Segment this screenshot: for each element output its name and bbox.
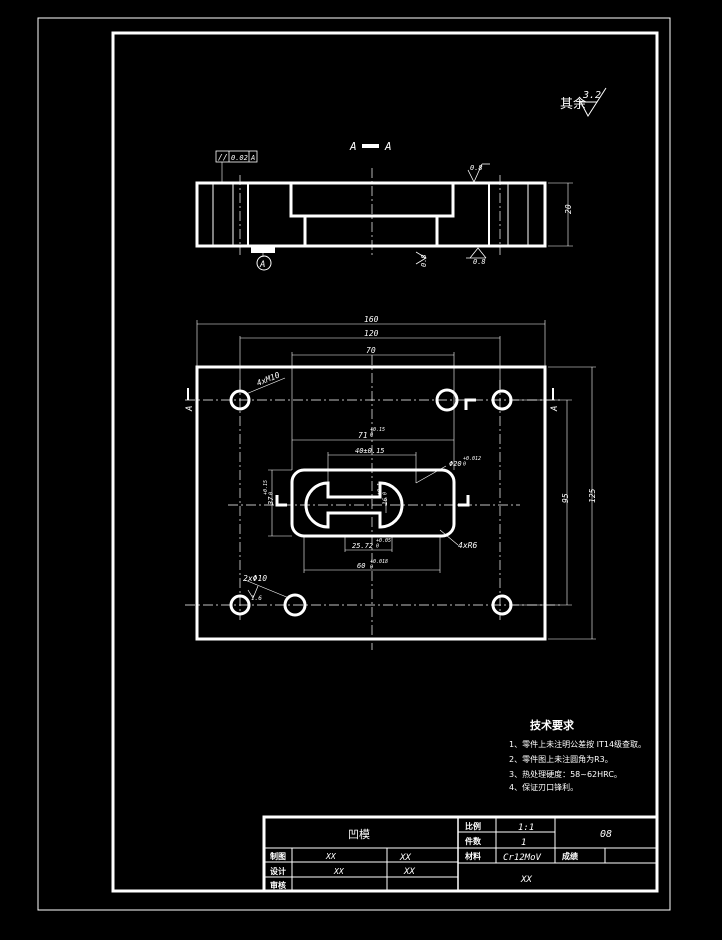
- material-value: Cr12MoV: [503, 853, 542, 863]
- dim-height: 125: [588, 488, 597, 503]
- drawing-number: 08: [600, 829, 612, 840]
- draw-name: XX: [325, 852, 337, 861]
- dim-slot: 16: [382, 497, 389, 505]
- organization: XX: [520, 875, 532, 885]
- dim-slot-tol: +0.10: [377, 483, 389, 495]
- dim-cavity-height: 37: [267, 496, 275, 506]
- dim-center: 40±0.15: [355, 447, 385, 455]
- thread-hole-top-left: [229, 389, 251, 411]
- cut-label-right: A: [550, 406, 560, 412]
- tech-requirement-2: 2、零件图上未注圆角为R3。: [509, 754, 613, 764]
- cut-label-left: A: [185, 406, 195, 412]
- quantity-value: 1: [521, 838, 526, 848]
- section-label: A A: [349, 140, 392, 153]
- pin-hole-top-right: [435, 388, 459, 412]
- dim-hole-spacing: 120: [364, 329, 379, 338]
- scale-value: 1:1: [518, 823, 534, 833]
- outer-sheet-border: [37, 17, 671, 911]
- title-block: 凹模 比例 1:1 件数 1 08 材料 Cr12MoV 成绩 XX 制图 XX…: [262, 815, 659, 893]
- design-date: XX: [403, 867, 415, 877]
- dim-cavity-length: 71: [358, 431, 368, 440]
- front-section-view: A 0.8 0.8 0.8 20: [195, 163, 573, 271]
- front-height-dim: 20: [564, 204, 573, 214]
- die-cavity-punch: [304, 481, 404, 529]
- tech-requirement-4: 4、保证刃口锋利。: [509, 782, 578, 792]
- design-name: XX: [333, 867, 345, 876]
- scale-label: 比例: [465, 821, 481, 831]
- part-name: 凹模: [348, 828, 370, 841]
- score-label: 成绩: [562, 851, 578, 861]
- dim-inner: 70: [366, 346, 376, 355]
- review-label: 审核: [270, 880, 286, 890]
- material-label: 材料: [465, 851, 481, 861]
- label-pin-roughness: 1.6: [251, 595, 262, 602]
- thread-hole-bottom-right: [491, 594, 513, 616]
- parallelism-tolerance-frame: // 0.02 A: [215, 150, 258, 182]
- roughness-bottom-left: 0.8: [420, 254, 428, 267]
- thread-hole-top-right: [491, 389, 513, 411]
- label-pin: 2xΦ10: [243, 574, 267, 583]
- design-label: 设计: [270, 866, 286, 876]
- section-label-left: A: [349, 140, 357, 153]
- datum-a-label: A: [259, 260, 265, 270]
- thread-hole-bottom-left: [229, 594, 251, 616]
- quantity-label: 件数: [465, 836, 482, 846]
- dim-hole-vertical: 95: [561, 493, 570, 503]
- label-thread: 4xM10: [255, 370, 281, 387]
- tech-requirement-3: 3、热处理硬度：58~62HRC。: [509, 769, 622, 779]
- tech-requirements-title: 技术要求: [530, 718, 575, 732]
- dim-width: 160: [364, 315, 379, 324]
- section-label-right: A: [384, 140, 392, 153]
- roughness-top: 0.8: [470, 164, 483, 172]
- dim-cavity-height-tol: +0.150: [263, 480, 275, 495]
- dim-bottom-1: 25.72: [352, 542, 373, 550]
- tech-requirement-1: 1、零件上未注明公差按 IT14级查取。: [509, 739, 646, 749]
- draw-label: 制图: [270, 851, 286, 861]
- roughness-bottom-right: 0.8: [473, 258, 486, 266]
- die-cavity-outer: [290, 468, 456, 538]
- tolerance-symbol: //: [218, 153, 228, 162]
- tolerance-datum: A: [250, 154, 255, 162]
- roughness-value: 3.2: [582, 90, 601, 101]
- pin-hole-bottom-left: [283, 593, 307, 617]
- dim-diameter: Φ20: [449, 460, 462, 468]
- tolerance-value: 0.02: [231, 154, 248, 162]
- dim-bottom-2: 60: [357, 562, 365, 570]
- label-radius: 4xR6: [458, 541, 477, 550]
- technical-requirements: 技术要求 1、零件上未注明公差按 IT14级查取。 2、零件图上未注圆角为R3。…: [509, 718, 646, 792]
- roughness-symbol: 其余 3.2: [560, 87, 607, 117]
- draw-date: XX: [399, 853, 411, 863]
